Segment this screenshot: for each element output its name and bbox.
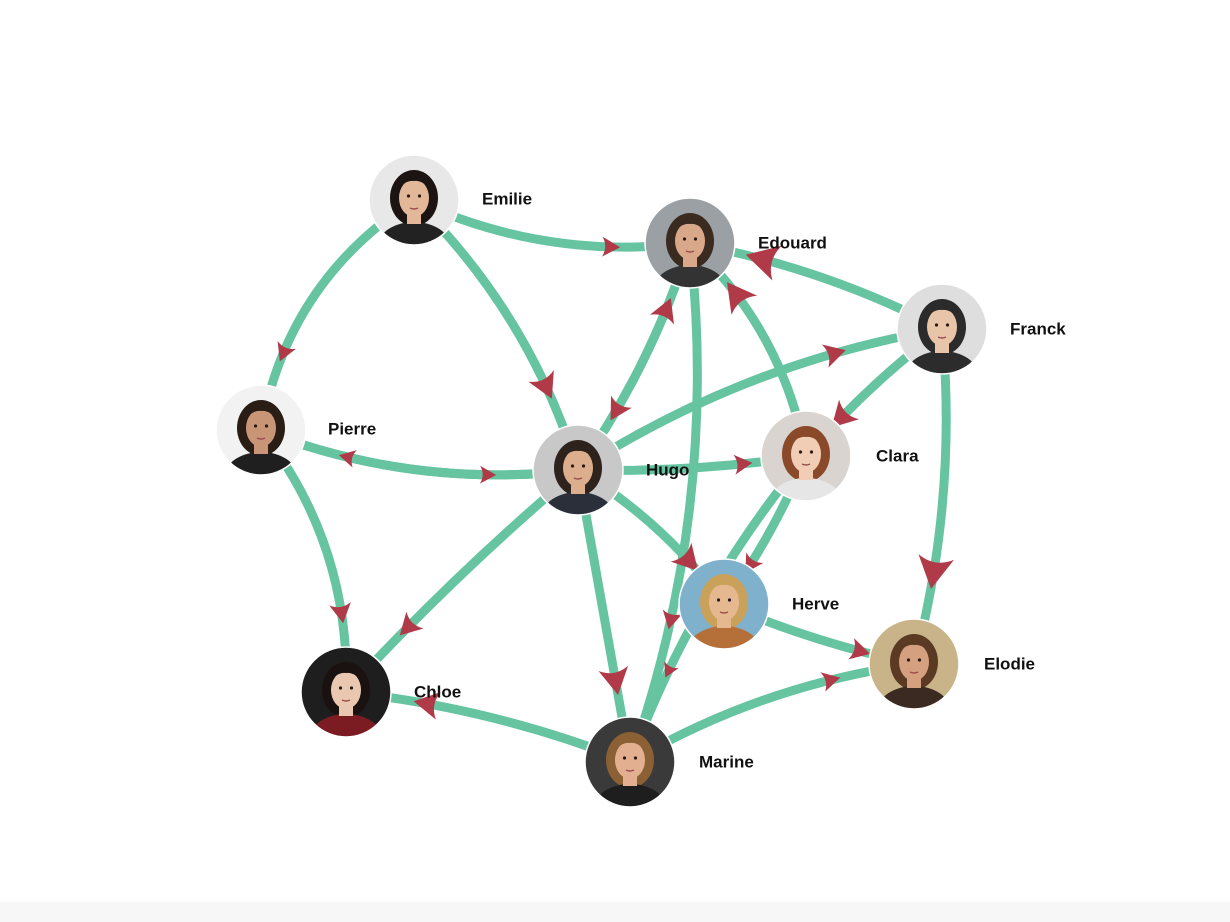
avatar-photo-icon <box>301 647 391 737</box>
node-chloe[interactable]: Chloe <box>300 646 461 762</box>
arrow-hugo-clara <box>733 454 753 475</box>
avatar-ring <box>215 384 307 476</box>
label-emilie: Emilie <box>482 189 532 208</box>
arrow-emilie-edouard <box>601 236 621 257</box>
edge-edouard-marine <box>625 238 702 767</box>
edge-hugo-franck <box>573 324 947 475</box>
label-pierre: Pierre <box>328 419 376 438</box>
avatar-ring <box>368 154 460 246</box>
edge-hugo-pierre <box>256 425 583 480</box>
arrow-marine-elodie <box>820 672 841 692</box>
arrow-emilie-hugo <box>528 369 554 399</box>
arrows-layer <box>277 236 954 720</box>
arrow-edouard-marine <box>662 609 683 630</box>
label-chloe: Chloe <box>414 682 461 701</box>
avatar-photo-icon <box>216 385 306 475</box>
avatar-ring <box>678 558 770 650</box>
label-elodie: Elodie <box>984 654 1035 673</box>
node-emilie[interactable]: Emilie <box>368 154 532 270</box>
arrow-hugo-edouard <box>649 298 674 325</box>
arrow-marine-chloe <box>413 692 441 720</box>
bottom-strip <box>0 902 1230 922</box>
arrow-hugo-herve <box>670 542 699 571</box>
label-edouard: Edouard <box>758 233 827 252</box>
node-edouard[interactable]: Edouard <box>644 197 827 313</box>
avatar-ring <box>532 424 624 516</box>
avatar-photo-icon <box>533 425 623 515</box>
arrow-hugo-pierre <box>338 450 357 468</box>
arrow-edouard-hugo <box>610 395 632 421</box>
avatar-ring <box>300 646 392 738</box>
arrow-herve-elodie <box>848 638 871 660</box>
arrow-hugo-chloe <box>399 611 424 636</box>
node-clara[interactable]: Clara <box>760 410 919 526</box>
arrow-franck-edouard <box>745 245 782 281</box>
node-herve[interactable]: Herve <box>678 558 839 674</box>
node-hugo[interactable]: Hugo <box>532 424 689 540</box>
avatar-photo-icon <box>585 717 675 807</box>
arrow-clara-edouard <box>727 282 758 315</box>
avatar-photo-icon <box>645 198 735 288</box>
arrow-franck-elodie <box>918 554 954 589</box>
label-hugo: Hugo <box>646 460 689 479</box>
edge-hugo-chloe <box>341 465 583 697</box>
avatar-photo-icon <box>679 559 769 649</box>
edge-franck-elodie <box>909 324 951 669</box>
label-franck: Franck <box>1010 319 1066 338</box>
arrow-franck-clara <box>831 399 860 428</box>
arrow-pierre-chloe <box>329 602 351 624</box>
label-clara: Clara <box>876 446 919 465</box>
avatar-photo-icon <box>869 619 959 709</box>
arrow-hugo-franck <box>821 344 846 368</box>
label-herve: Herve <box>792 594 839 613</box>
arrow-emilie-pierre <box>277 340 297 362</box>
avatar-ring <box>584 716 676 808</box>
avatar-ring <box>868 618 960 710</box>
node-pierre[interactable]: Pierre <box>215 384 376 500</box>
label-marine: Marine <box>699 752 754 771</box>
arrow-pierre-hugo <box>479 465 497 484</box>
avatar-ring <box>896 283 988 375</box>
avatar-ring <box>760 410 852 502</box>
node-elodie[interactable]: Elodie <box>868 618 1035 734</box>
avatar-photo-icon <box>761 411 851 501</box>
avatar-photo-icon <box>369 155 459 245</box>
node-marine[interactable]: Marine <box>584 716 754 832</box>
arrow-hugo-marine <box>598 665 629 695</box>
arrow-clara-marine <box>664 661 679 678</box>
avatar-photo-icon <box>897 284 987 374</box>
node-franck[interactable]: Franck <box>896 283 1066 399</box>
avatar-ring <box>644 197 736 289</box>
